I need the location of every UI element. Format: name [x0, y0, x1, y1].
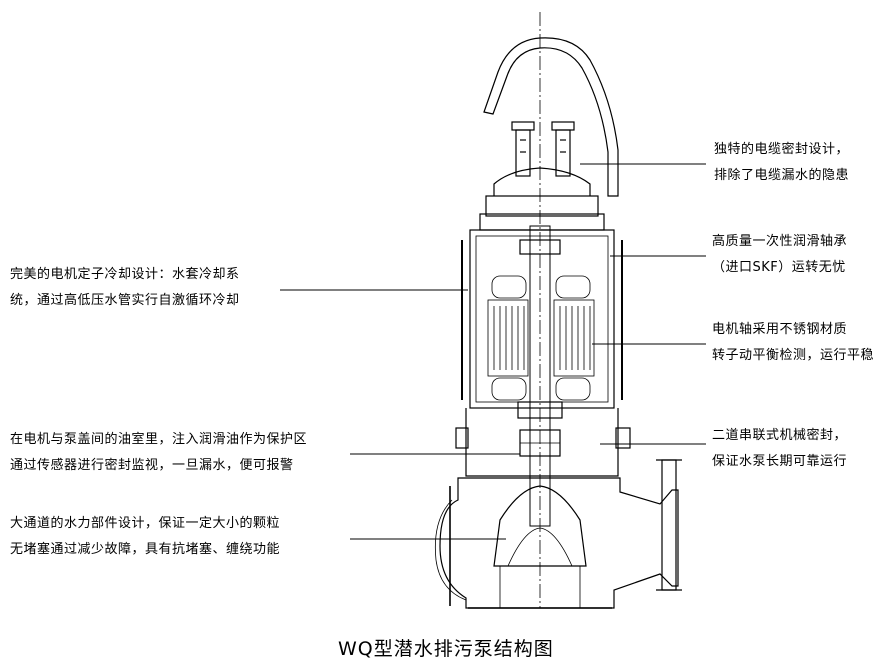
diagram-title: WQ型潜水排污泵结构图: [338, 638, 554, 660]
leader-lines: [280, 163, 706, 540]
stator-left: [487, 299, 529, 377]
upper-bearing: [519, 239, 561, 255]
callout-cable-seal-line2: 排除了电缆漏水的隐患: [714, 168, 850, 183]
callout-cooling-line1: 完美的电机定子冷却设计：水套冷却系: [10, 267, 240, 282]
oil-chamber: [465, 408, 619, 477]
discharge-flange: [661, 459, 677, 591]
callout-bearing-line1: 高质量一次性润滑轴承: [712, 234, 848, 249]
inlet: [499, 566, 581, 608]
lower-bearing: [517, 401, 563, 419]
callout-cooling: 完美的电机定子冷却设计：水套冷却系 统，通过高低压水管实行自激循环冷却: [10, 262, 240, 314]
callout-mech-seal: 二道串联式机械密封， 保证水泵长期可靠运行: [712, 423, 847, 475]
callout-oil-chamber-line1: 在电机与泵盖间的油室里，注入润滑油作为保护区: [10, 432, 308, 447]
callout-shaft: 电机轴采用不锈钢材质 转子动平衡检测，运行平稳: [712, 317, 874, 369]
callout-cable-seal: 独特的电缆密封设计， 排除了电缆漏水的隐患: [714, 137, 849, 189]
junction-cover: [493, 167, 591, 196]
callout-impeller-line2: 无堵塞通过减少故障，具有抗堵塞、缠绕功能: [10, 542, 281, 557]
callout-bearing-line2: （进口SKF）运转无忧: [712, 260, 846, 275]
callout-impeller: 大通道的水力部件设计，保证一定大小的颗粒 无堵塞通过减少故障，具有抗堵塞、缠绕功…: [10, 511, 280, 563]
cable-gland-right: [551, 121, 575, 177]
callout-bearing: 高质量一次性润滑轴承 （进口SKF）运转无忧: [712, 229, 847, 281]
stator-right: [553, 299, 595, 377]
callout-shaft-line2: 转子动平衡检测，运行平稳: [712, 348, 875, 363]
callout-shaft-line1: 电机轴采用不锈钢材质: [712, 322, 848, 337]
lifting-handle: [483, 37, 619, 197]
callout-oil-chamber: 在电机与泵盖间的油室里，注入润滑油作为保护区 通过传感器进行密封监视，一旦漏水，…: [10, 427, 307, 479]
impeller: [493, 485, 587, 567]
cable-gland-left: [511, 121, 535, 177]
pump-volute: [439, 477, 679, 609]
callout-oil-chamber-line2: 通过传感器进行密封监视，一旦漏水，便可报警: [10, 458, 294, 473]
motor-shaft: [529, 225, 551, 527]
callout-mech-seal-line2: 保证水泵长期可靠运行: [712, 454, 848, 469]
callout-impeller-line1: 大通道的水力部件设计，保证一定大小的颗粒: [10, 516, 281, 531]
motor-housing: [469, 229, 615, 409]
callout-cooling-line2: 统，通过高低压水管实行自激循环冷却: [10, 293, 240, 308]
top-flange: [485, 195, 599, 217]
callout-cable-seal-line1: 独特的电缆密封设计，: [714, 142, 850, 157]
callout-mech-seal-line1: 二道串联式机械密封，: [712, 428, 848, 443]
